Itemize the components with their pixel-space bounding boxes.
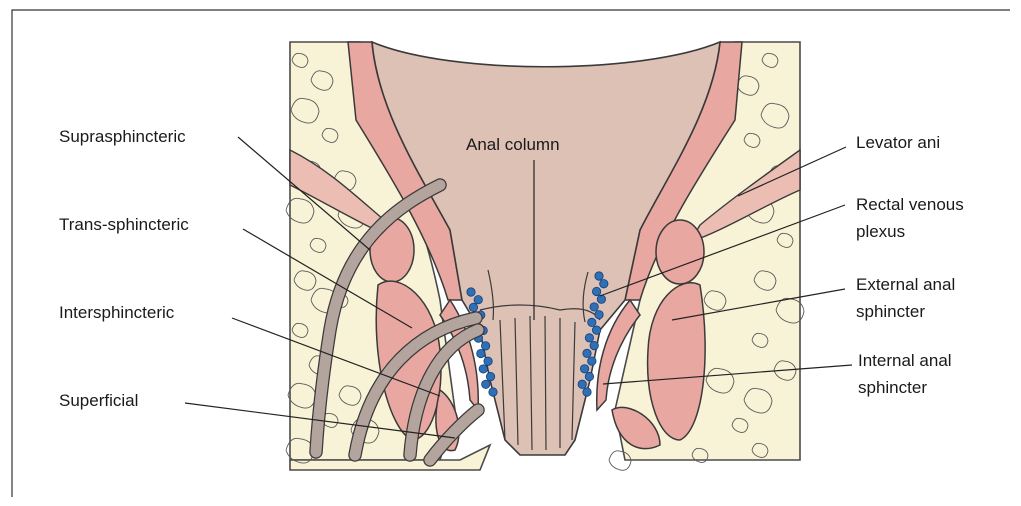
- vein-bead: [580, 365, 588, 373]
- external-sphincter-right-deep: [656, 220, 704, 284]
- vein-bead: [600, 280, 608, 288]
- vein-bead: [467, 288, 475, 296]
- label-superficial: Superficial: [59, 391, 138, 410]
- vein-bead: [484, 357, 492, 365]
- vein-bead: [590, 341, 598, 349]
- vein-bead: [595, 272, 603, 280]
- vein-bead: [583, 349, 591, 357]
- vein-bead: [482, 380, 490, 388]
- label-levator-ani: Levator ani: [856, 133, 940, 152]
- vein-bead: [590, 303, 598, 311]
- label-rectal-venous-plexus-line2: plexus: [856, 222, 905, 241]
- vein-bead: [592, 326, 600, 334]
- label-intersphincteric: Intersphincteric: [59, 303, 175, 322]
- vein-bead: [479, 365, 487, 373]
- vein-bead: [585, 372, 593, 380]
- vein-bead: [592, 287, 600, 295]
- vein-bead: [583, 388, 591, 396]
- vein-bead: [477, 349, 485, 357]
- vein-bead: [469, 303, 477, 311]
- label-anal-column: Anal column: [466, 135, 560, 154]
- vein-bead: [489, 388, 497, 396]
- label-rectal-venous-plexus-line1: Rectal venous: [856, 195, 964, 214]
- label-trans-sphincteric: Trans-sphincteric: [59, 215, 189, 234]
- vein-bead: [481, 342, 489, 350]
- label-internal-anal-sphincter-line2: sphincter: [858, 378, 927, 397]
- vein-bead: [597, 295, 605, 303]
- label-external-anal-sphincter-line1: External anal: [856, 275, 955, 294]
- vein-bead: [588, 318, 596, 326]
- vein-bead: [588, 357, 596, 365]
- vein-bead: [474, 295, 482, 303]
- label-internal-anal-sphincter-line1: Internal anal: [858, 351, 952, 370]
- vein-bead: [486, 372, 494, 380]
- label-suprasphincteric: Suprasphincteric: [59, 127, 186, 146]
- vein-bead: [585, 334, 593, 342]
- vein-bead: [578, 380, 586, 388]
- label-external-anal-sphincter-line2: sphincter: [856, 302, 925, 321]
- vein-bead: [595, 310, 603, 318]
